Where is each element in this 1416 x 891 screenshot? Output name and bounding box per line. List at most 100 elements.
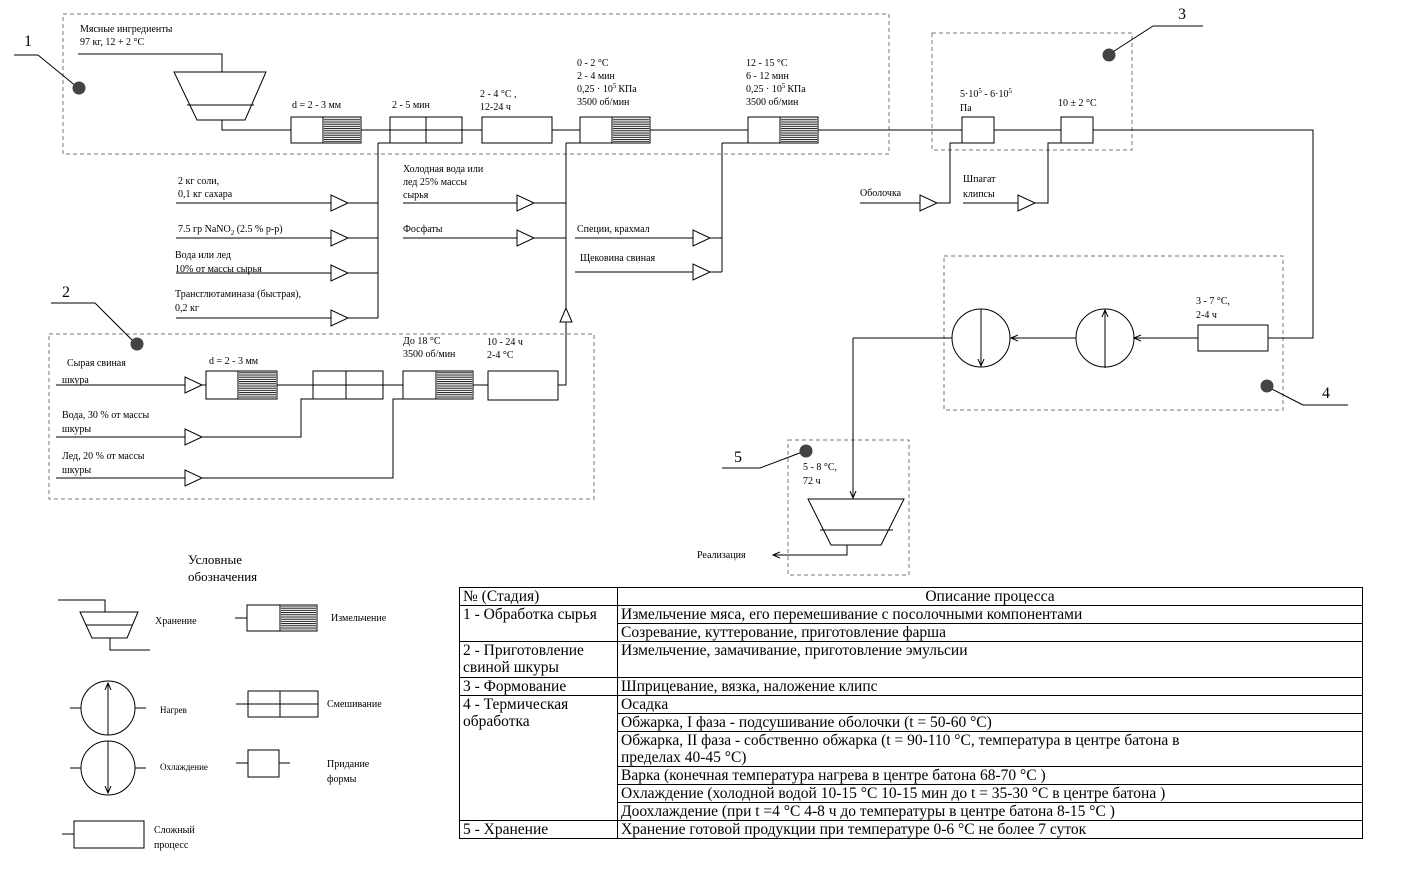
cutter-2-time: 6 - 12 мин xyxy=(746,71,790,82)
stage-cell-4: 4 - Термическая обработка xyxy=(459,695,618,821)
cutter-2-temp: 12 - 15 °C xyxy=(746,58,788,69)
table-row: 3 - Формование Шприцевание, вязка, налож… xyxy=(459,677,1363,696)
cutter-1-time: 2 - 4 мин xyxy=(577,71,616,82)
skin-ice-label-2: шкуры xyxy=(62,465,91,476)
spices-label: Специи, крахмал xyxy=(577,224,650,235)
meat-ingredients-amount: 97 кг, 12 + 2 °C xyxy=(80,37,144,48)
header-stage: № (Стадия) xyxy=(459,587,618,606)
zone-3-boundary xyxy=(931,32,1133,151)
legend-shaping-icon xyxy=(247,749,280,778)
clips-label: клипсы xyxy=(963,189,995,200)
emulsifier-speed: 3500 об/мин xyxy=(403,349,456,360)
water-label: Вода или лед xyxy=(175,250,231,261)
legend-storage-label: Хранение xyxy=(155,616,197,627)
twine-label: Шпагат xyxy=(963,174,996,185)
storage-hopper xyxy=(173,71,267,121)
description-cell: Осадка xyxy=(617,695,1363,714)
clipper-box xyxy=(1060,116,1094,144)
legend-title-2: обозначения xyxy=(188,569,257,584)
zone-3-forming xyxy=(860,116,1314,339)
stuffer-pressure: 5·105 - 6·105 xyxy=(960,87,1013,100)
raw-skin-label: Сырая свиная xyxy=(67,358,126,369)
transglutaminase-amount: 0,2 кг xyxy=(175,303,199,314)
clipper-temp: 10 ± 2 °C xyxy=(1058,98,1097,109)
nitrite-label: 7.5 гр NaNO2 (2.5 % р-р) xyxy=(178,224,283,237)
legend-heating-label: Нагрев xyxy=(160,705,187,715)
zone-1-meat-processing xyxy=(78,53,962,144)
legend-cooling-label: Охлаждение xyxy=(160,762,208,772)
zone-2-boundary xyxy=(48,333,595,500)
cutter-2-speed: 3500 об/мин xyxy=(746,97,799,108)
zone-4-thermal xyxy=(853,308,1269,498)
zone-boundaries xyxy=(48,13,1284,576)
zone-1-boundary xyxy=(62,13,890,155)
settling-box xyxy=(1197,324,1269,352)
zone-number-1: 1 xyxy=(24,33,32,50)
water-amount-label: 10% от массы сырья xyxy=(175,264,262,275)
pork-cheek-label: Щековина свиная xyxy=(580,253,656,264)
zone-4-boundary xyxy=(943,255,1284,411)
settling-time: 2-4 ч xyxy=(1196,310,1217,321)
zone-2-pork-skin xyxy=(56,322,567,487)
table-header-row: № (Стадия) Описание процесса xyxy=(459,587,1363,606)
description-cell: Измельчение, замачивание, приготовление … xyxy=(617,641,1363,678)
settling-temp: 3 - 7 °C, xyxy=(1196,296,1230,307)
description-cell: Измельчение мяса, его перемешивание с по… xyxy=(617,605,1363,624)
table-row: 1 - Обработка сырья Измельчение мяса, ег… xyxy=(459,605,1363,642)
phosphates-label: Фосфаты xyxy=(403,224,443,235)
grinder-1-condition: d = 2 - 3 мм xyxy=(292,100,342,111)
sugar-label: 0,1 кг сахара xyxy=(178,189,233,200)
description-cell: Обжарка, I фаза - подсушивание оболочки … xyxy=(617,713,1363,732)
header-description: Описание процесса xyxy=(617,587,1363,606)
table-row: 2 - Приготовление свиной шкуры Измельчен… xyxy=(459,641,1363,678)
zone-callout-dots xyxy=(72,48,1274,458)
casing-label: Оболочка xyxy=(860,188,902,199)
stage-cell-1: 1 - Обработка сырья xyxy=(459,605,618,642)
skin-water-label: Вода, 30 % от массы xyxy=(62,410,150,421)
skin-soaking-box xyxy=(487,370,559,401)
stage-cell-5: 5 - Хранение xyxy=(459,820,618,839)
cold-water-label: Холодная вода или xyxy=(403,164,484,175)
mixer-1-condition: 2 - 5 мин xyxy=(392,100,431,111)
legend-complex-icon xyxy=(73,820,145,849)
zone-5-boundary xyxy=(787,439,910,576)
zone-callouts xyxy=(14,25,1348,469)
legend-grinding-icon xyxy=(246,604,318,632)
zone-number-4: 4 xyxy=(1322,385,1330,402)
table-row: Обжарка, II фаза - собственно обжарка (t… xyxy=(460,731,1363,767)
legend-title: Условные xyxy=(188,552,242,567)
ripening-condition-temp: 2 - 4 °C , xyxy=(480,89,517,100)
soaking-time: 10 - 24 ч xyxy=(487,337,523,348)
description-cell: Созревание, куттерование, приготовление … xyxy=(617,623,1363,642)
table-row: Доохлаждение (при t =4 °C 4-8 ч до темпе… xyxy=(460,802,1363,821)
skin-water-label-2: шкуры xyxy=(62,424,91,435)
stuffer-pressure-unit: Па xyxy=(960,103,972,114)
legend-complex-label: Сложный xyxy=(154,825,195,836)
description-cell: Варка (конечная температура нагрева в це… xyxy=(617,766,1363,785)
stage-description-table: № (Стадия) Описание процесса 1 - Обработ… xyxy=(459,587,1363,839)
storage-hopper-final xyxy=(807,498,905,546)
stage-cell-2: 2 - Приготовление свиной шкуры xyxy=(459,641,618,678)
description-cell: Хранение готовой продукции при температу… xyxy=(617,820,1363,839)
table-row: 5 - Хранение Хранение готовой продукции … xyxy=(459,820,1363,839)
legend-grinding-label: Измельчение xyxy=(331,613,387,624)
storage-temp: 5 - 8 °C, xyxy=(803,462,837,473)
legend-complex-label-2: процесс xyxy=(154,840,189,851)
zone-number-3: 3 xyxy=(1178,6,1186,23)
skin-grinder-condition: d = 2 - 3 мм xyxy=(209,356,259,367)
realization-label: Реализация xyxy=(697,550,746,561)
zone-number-5: 5 xyxy=(734,449,742,466)
soaking-temp: 2-4 °C xyxy=(487,350,514,361)
zone-number-2: 2 xyxy=(62,284,70,301)
legend-mixing-label: Смешивание xyxy=(327,699,382,710)
zone-5-storage xyxy=(773,498,905,555)
table-row: 4 - Термическая обработка Осадка xyxy=(459,695,1363,821)
stuffer-box xyxy=(961,116,995,144)
legend-symbols xyxy=(58,599,319,849)
description-cell: Обжарка, II фаза - собственно обжарка (t… xyxy=(617,731,1363,767)
additive-feed-lines xyxy=(176,142,748,327)
